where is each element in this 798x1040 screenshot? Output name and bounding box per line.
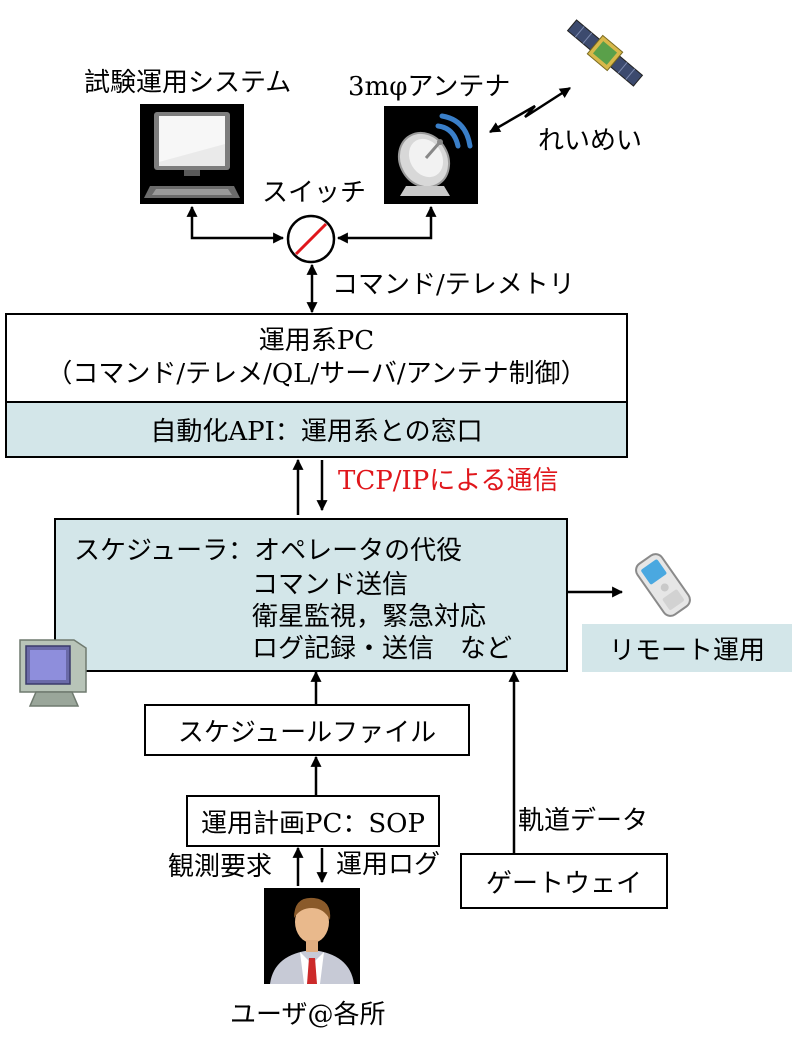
desktop-monitor-icon bbox=[140, 104, 244, 208]
automation-api-label: 自動化API：運用系との窓口 bbox=[150, 417, 483, 447]
ops-pc-title: 運用系PC bbox=[258, 325, 375, 356]
scheduler-line-1: コマンド送信 bbox=[252, 570, 409, 600]
scheduler-title: スケジューラ：オペレータの代役 bbox=[74, 536, 463, 566]
automation-api-box: 自動化API：運用系との窓口 bbox=[5, 401, 628, 458]
obs-request-label: 観測要求 bbox=[168, 852, 273, 882]
satellite-icon bbox=[560, 8, 650, 102]
orbit-data-label: 軌道データ bbox=[518, 806, 649, 836]
satellite-link bbox=[489, 86, 571, 134]
schedule-file-box: スケジュールファイル bbox=[144, 704, 470, 756]
antenna-switch-line bbox=[336, 205, 437, 244]
mobile-phone-icon bbox=[628, 550, 698, 624]
user-avatar-icon bbox=[264, 888, 360, 988]
switch-icon bbox=[285, 213, 337, 269]
planning-pc-box: 運用計画PC：SOP bbox=[186, 795, 440, 847]
crt-monitor-icon bbox=[14, 636, 94, 716]
gateway-label: ゲートウェイ bbox=[485, 868, 642, 899]
tcpip-label: TCP/IPによる通信 bbox=[338, 466, 559, 496]
ops-pc-box: 運用系PC （コマンド/テレメ/QL/サーバ/アンテナ制御） bbox=[5, 313, 628, 403]
ops-log-label: 運用ログ bbox=[336, 850, 441, 880]
scheduler-line-2: 衛星監視，緊急対応 bbox=[252, 602, 487, 632]
schedule-file-label: スケジュールファイル bbox=[177, 717, 437, 748]
gateway-box: ゲートウェイ bbox=[460, 853, 668, 909]
remote-ops-box: リモート運用 bbox=[582, 624, 792, 672]
scheduler-box: スケジューラ：オペレータの代役 コマンド送信 衛星監視，緊急対応 ログ記録・送信… bbox=[54, 518, 568, 672]
user-label: ユーザ@各所 bbox=[230, 1000, 386, 1030]
remote-ops-label: リモート運用 bbox=[608, 635, 765, 666]
switch-label: スイッチ bbox=[262, 178, 367, 208]
test-system-label: 試験運用システム bbox=[84, 68, 292, 98]
ops-pc-subtitle: （コマンド/テレメ/QL/サーバ/アンテナ制御） bbox=[46, 359, 587, 389]
monitor-switch-line bbox=[186, 205, 285, 244]
antenna-label: 3mφアンテナ bbox=[348, 72, 511, 102]
scheduler-line-3: ログ記録・送信 など bbox=[252, 634, 513, 664]
satellite-label: れいめい bbox=[538, 126, 643, 156]
antenna-dish-icon bbox=[384, 106, 478, 208]
planning-pc-label: 運用計画PC：SOP bbox=[200, 808, 425, 839]
command-telemetry-label: コマンド/テレメトリ bbox=[332, 270, 575, 300]
